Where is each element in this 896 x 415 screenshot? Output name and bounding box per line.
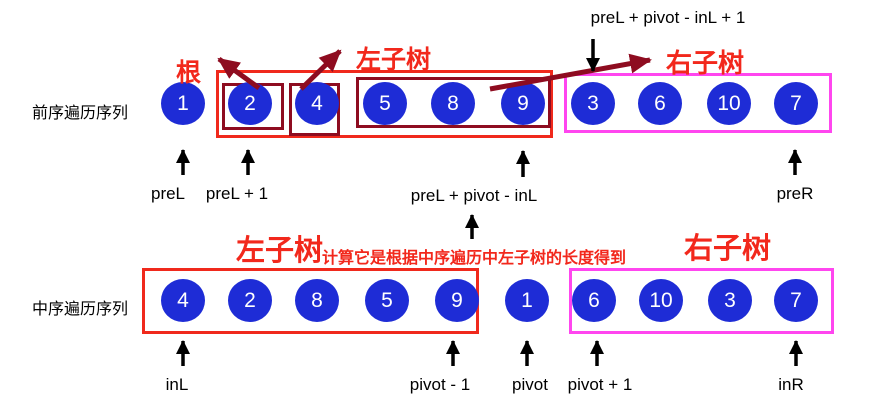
preorder-right-subtree-box [564, 73, 832, 133]
pivot-calculation-note: 计算它是根据中序遍历中左子树的长度得到 [322, 250, 627, 267]
left-subtree-label-bottom: 左子树 [236, 235, 324, 267]
pivot-formula-label: preL + pivot - inL + 1 [590, 8, 746, 27]
preorder-subgroup-589-box [356, 77, 551, 128]
inorder-row-label: 中序遍历序列 [32, 301, 129, 318]
preorder-row-label: 前序遍历序列 [32, 105, 129, 122]
preorder-node: 2 [228, 82, 272, 125]
inR-label: inR [778, 375, 804, 394]
preorder-node: 10 [707, 82, 751, 125]
inorder-node: 10 [639, 279, 683, 322]
preorder-node: 8 [431, 82, 475, 125]
preR-label: preR [776, 184, 814, 203]
right-subtree-label-bottom: 右子树 [684, 233, 772, 265]
preorder-node: 3 [571, 82, 615, 125]
left-subtree-label-top: 左子树 [356, 46, 432, 74]
right-subtree-label-top: 右子树 [666, 48, 745, 78]
inorder-right-subtree-box [569, 268, 834, 334]
inorder-node: 7 [774, 279, 818, 322]
inorder-node: 9 [435, 279, 479, 322]
inorder-node: 2 [228, 279, 272, 322]
preorder-left-subtree-box [216, 70, 553, 138]
pivot-label: pivot [512, 375, 548, 394]
preL-plus-1-label: preL + 1 [205, 184, 269, 203]
preorder-node: 4 [295, 82, 339, 125]
inorder-node: 1 [505, 279, 549, 322]
preorder-node: 9 [501, 82, 545, 125]
pivot-plus-1-label: pivot + 1 [567, 375, 633, 394]
inorder-node: 8 [295, 279, 339, 322]
preL-pivot-inL-label: preL + pivot - inL [410, 186, 538, 205]
pivot-minus-1-label: pivot - 1 [409, 375, 471, 394]
preorder-node: 7 [774, 82, 818, 125]
inL-label: inL [165, 375, 189, 394]
inorder-node: 5 [365, 279, 409, 322]
inorder-node: 4 [161, 279, 205, 322]
inorder-node: 3 [708, 279, 752, 322]
preorder-node: 6 [638, 82, 682, 125]
root-label: 根 [176, 59, 202, 87]
inorder-node: 6 [572, 279, 616, 322]
preorder-node: 1 [161, 82, 205, 125]
preL-label: preL [150, 184, 186, 203]
preorder-node: 5 [363, 82, 407, 125]
